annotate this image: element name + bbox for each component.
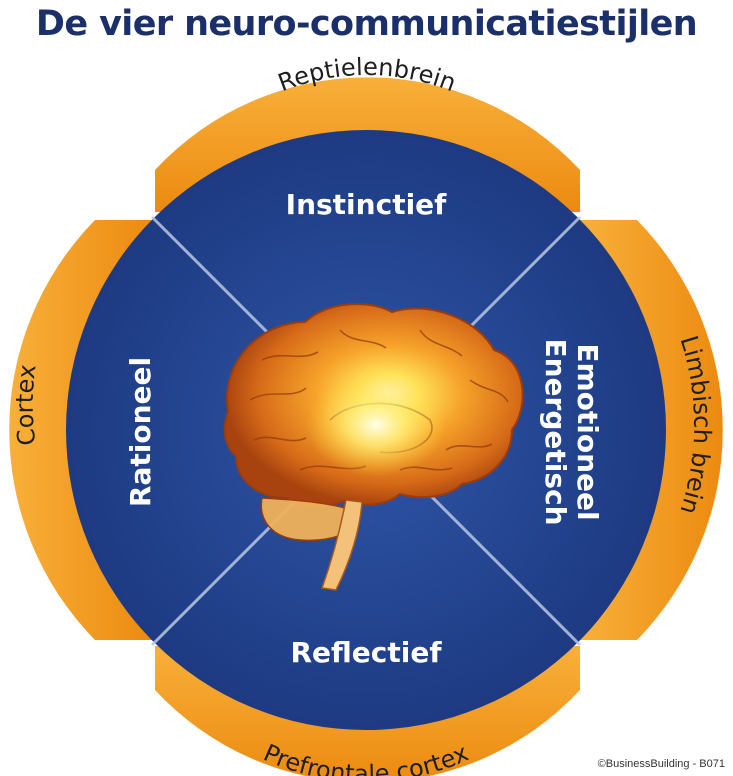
quadrant-label-right: Emotioneel Energetisch	[539, 338, 604, 525]
copyright-notice: ©BusinessBuilding - B071	[597, 758, 725, 770]
page-title: De vier neuro-communicatiestijlen	[35, 4, 698, 44]
quadrant-label-right-line2: Energetisch	[539, 338, 572, 525]
quadrant-label-top: Instinctief	[286, 188, 448, 221]
quadrant-label-right-line1: Emotioneel	[571, 343, 604, 520]
quadrant-label-bottom: Reflectief	[290, 636, 442, 669]
quadrant-label-left: Rationeel	[124, 357, 157, 507]
brain-illustration	[223, 303, 524, 591]
ring-label-left: Cortex	[11, 363, 42, 447]
